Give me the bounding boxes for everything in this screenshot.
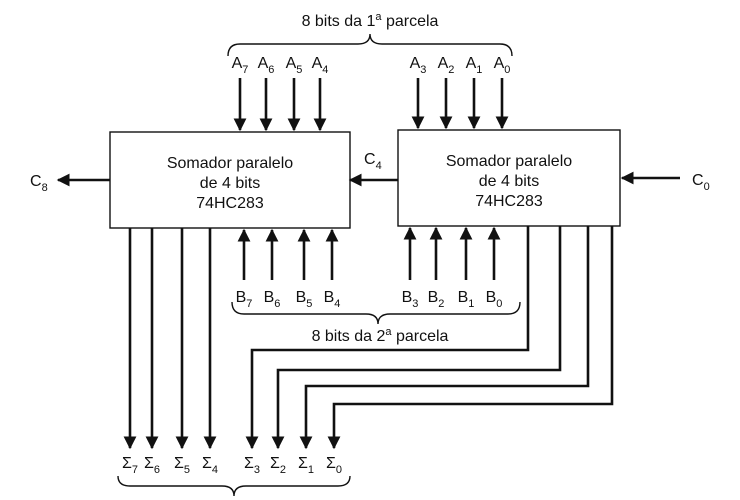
a-input-label: A7 <box>232 55 249 76</box>
sum-output-label: Σ5 <box>174 455 190 476</box>
b-input-label: B3 <box>402 289 419 310</box>
a-input-label: A3 <box>410 55 427 76</box>
sum-output-wire <box>271 226 562 450</box>
sum-output-label: Σ4 <box>202 455 218 476</box>
sum-output-label: Σ7 <box>122 455 138 476</box>
b-input-label: B7 <box>236 289 253 310</box>
a-input-label: A1 <box>466 55 483 76</box>
sum-output-labels: Σ7 Σ6 Σ5 Σ4 Σ3 Σ2 Σ1 Σ0 <box>122 455 342 476</box>
a-input-arrows <box>233 78 509 132</box>
a-input-label: A5 <box>286 55 303 76</box>
first-operand-caption: 8 bits da 1a parcela <box>302 11 439 30</box>
sum-output-label: Σ3 <box>244 455 260 476</box>
b-input-label: B5 <box>296 289 313 310</box>
sum-output-wire <box>245 226 530 450</box>
sum-output-label: Σ0 <box>326 455 342 476</box>
sum-output-wire <box>299 226 590 450</box>
a-input-label: A4 <box>312 55 329 76</box>
right-adder-box <box>397 129 621 227</box>
right-adder-line2: de 4 bits <box>479 173 539 190</box>
b-input-labels: B7 B6 B5 B4 B3 B2 B1 B0 <box>236 289 503 310</box>
sum-output-label: Σ2 <box>270 455 286 476</box>
b-input-label: B1 <box>458 289 475 310</box>
carry-out-label: C8 <box>30 173 48 194</box>
left-adder-line2: de 4 bits <box>200 175 260 192</box>
a-input-label: A6 <box>258 55 275 76</box>
carry-in-label: C0 <box>692 172 710 193</box>
a-input-label: A2 <box>438 55 455 76</box>
sum-output-label: Σ6 <box>144 455 160 476</box>
a-input-labels: A7 A6 A5 A4 A3 A2 A1 A0 <box>232 55 511 76</box>
sum-brace <box>117 475 351 497</box>
left-adder-line1: Somador paralelo <box>167 155 293 172</box>
second-operand-brace <box>231 301 521 325</box>
b-input-label: B0 <box>486 289 503 310</box>
b-input-label: B6 <box>264 289 281 310</box>
right-adder-line3: 74HC283 <box>475 193 543 210</box>
b-input-label: B4 <box>324 289 341 310</box>
b-input-arrows <box>237 226 501 280</box>
left-adder-line3: 74HC283 <box>196 195 264 212</box>
sum-output-wire <box>327 226 614 450</box>
left-adder-box <box>109 131 351 229</box>
sum-output-wires <box>123 226 614 450</box>
right-adder-line1: Somador paralelo <box>446 153 572 170</box>
second-operand-caption: 8 bits da 2a parcela <box>312 326 449 345</box>
a-input-label: A0 <box>494 55 511 76</box>
carry-mid-label: C4 <box>364 151 382 172</box>
first-operand-brace <box>227 33 513 57</box>
b-input-label: B2 <box>428 289 445 310</box>
sum-output-label: Σ1 <box>298 455 314 476</box>
